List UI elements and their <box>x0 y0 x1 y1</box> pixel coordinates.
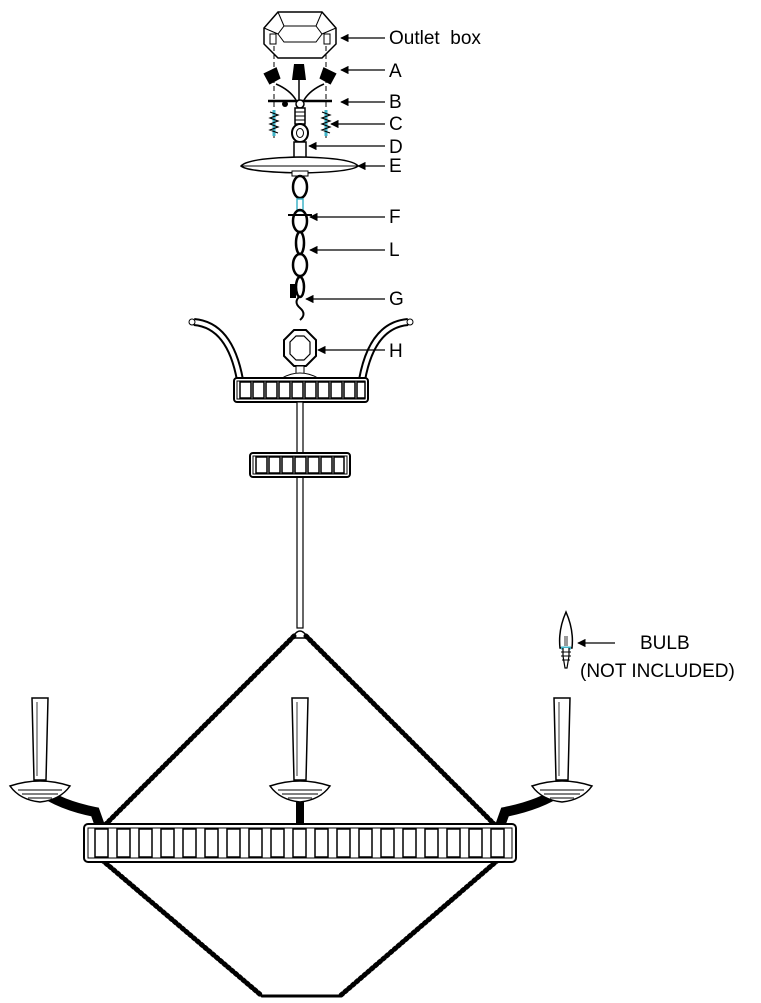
crown-arms <box>188 318 414 381</box>
crossbar <box>268 99 332 109</box>
lower-crystal-ring <box>83 823 517 863</box>
label-e: E <box>389 156 402 177</box>
label-h: H <box>389 341 403 362</box>
label-g: G <box>389 289 404 310</box>
upper-crystal-ring <box>233 377 369 403</box>
candle-center <box>268 697 332 803</box>
outlet-box <box>263 11 337 59</box>
bulb-icon <box>558 610 574 669</box>
label-l: L <box>389 240 400 261</box>
middle-crystal-ring <box>249 452 351 478</box>
label-not-included: (NOT INCLUDED) <box>580 661 735 682</box>
label-outlet-box: Outlet box <box>389 28 481 49</box>
label-c: C <box>389 114 403 135</box>
candle-left <box>8 697 72 803</box>
label-d: D <box>389 137 403 158</box>
chain <box>288 174 312 299</box>
beaded-chains <box>99 633 501 999</box>
mounting-screws <box>268 110 332 136</box>
leader-arrows <box>305 33 615 648</box>
canopy <box>239 156 359 177</box>
label-bulb: BULB <box>640 633 690 654</box>
loop <box>280 329 320 379</box>
label-b: B <box>389 92 402 113</box>
candle-right <box>530 697 594 803</box>
wire-nuts <box>263 64 337 102</box>
threaded-nipple <box>291 107 309 159</box>
label-a: A <box>389 61 402 82</box>
s-hook <box>290 284 305 321</box>
center-rod <box>296 401 304 629</box>
label-f: F <box>389 207 401 228</box>
